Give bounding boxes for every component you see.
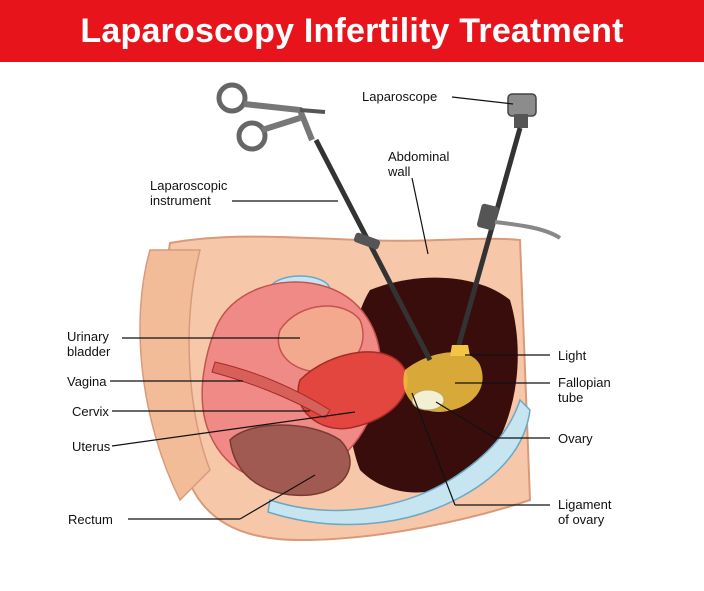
light-tip (450, 345, 470, 356)
light-cable (494, 220, 562, 240)
label-abdominal-wall-line1: Abdominal (388, 149, 450, 164)
label-ligament-of-ovary-line1: Ligament (558, 497, 612, 512)
laparoscope-shaft (455, 127, 523, 349)
label-fallopian-tube: Fallopian tube (558, 375, 611, 405)
anatomy-illustration (110, 82, 562, 542)
instrument-connector (299, 108, 326, 114)
label-fallopian-tube-line2: tube (558, 390, 584, 405)
label-cervix: Cervix (72, 404, 109, 419)
instrument-handle-ring-top (216, 82, 248, 114)
label-light: Light (558, 348, 587, 363)
laparoscope-head (507, 93, 537, 117)
laparoscope-port (477, 203, 499, 231)
label-rectum: Rectum (68, 512, 113, 527)
label-abdominal-wall-line2: wall (388, 164, 411, 179)
label-uterus: Uterus (72, 439, 111, 454)
leader-lines (110, 96, 550, 520)
rectum-shape (229, 424, 351, 497)
label-ovary: Ovary (558, 431, 593, 446)
title-banner: Laparoscopy Infertility Treatment (0, 0, 704, 62)
label-abdominal-wall: Abdominal wall (388, 149, 449, 179)
label-urinary-bladder-line2: bladder (67, 344, 111, 359)
label-laparoscope: Laparoscope (362, 89, 438, 104)
label-ligament-of-ovary: Ligament of ovary (558, 497, 611, 527)
label-fallopian-tube-line1: Fallopian (558, 375, 611, 390)
label-laparoscopic-instrument-line2: instrument (150, 193, 211, 208)
label-vagina: Vagina (67, 374, 107, 389)
thigh-shape (139, 249, 211, 502)
instrument-shaft (313, 138, 433, 362)
label-urinary-bladder: Urinary bladder (67, 329, 110, 359)
laparoscope-eyepiece (514, 114, 528, 128)
ovary-shape (411, 389, 445, 411)
label-laparoscopic-instrument-line1: Laparoscopic (150, 178, 228, 193)
instrument-handle-ring-bottom (236, 120, 268, 152)
label-urinary-bladder-line1: Urinary (67, 329, 109, 344)
instrument-port (353, 232, 381, 250)
page-title: Laparoscopy Infertility Treatment (80, 11, 624, 50)
label-laparoscopic-instrument: Laparoscopic instrument (150, 178, 227, 208)
bowel-loops (267, 398, 531, 526)
vagina-shape (211, 361, 331, 419)
label-ligament-of-ovary-line2: of ovary (558, 512, 605, 527)
